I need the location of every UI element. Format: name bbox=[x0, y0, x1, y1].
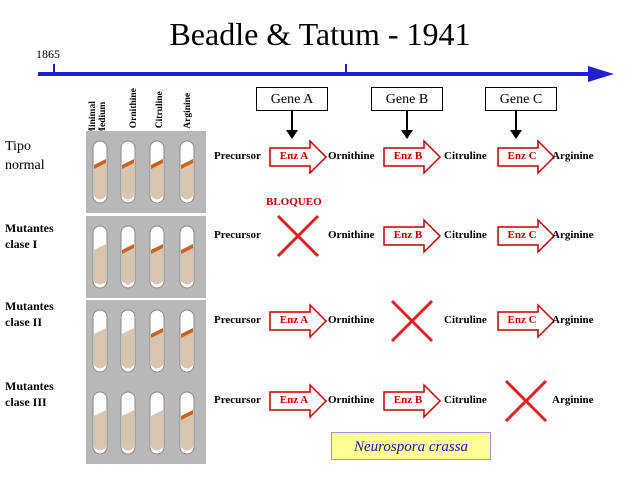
timeline-year-label: 1865 bbox=[36, 47, 60, 61]
test-tube bbox=[149, 225, 165, 289]
molecule-label: Arginine bbox=[552, 229, 594, 241]
enzyme-label: Enz A bbox=[279, 314, 309, 326]
test-tube bbox=[120, 140, 136, 204]
pathway-group bbox=[269, 139, 556, 423]
growth-band bbox=[181, 328, 193, 338]
test-tube bbox=[149, 309, 165, 373]
test-tube bbox=[149, 391, 165, 455]
molecule-label: Ornithine bbox=[328, 314, 375, 326]
test-tube bbox=[179, 391, 195, 455]
enzyme-label: Enz B bbox=[393, 394, 423, 406]
enzyme-arrow bbox=[383, 139, 442, 175]
growth-band bbox=[181, 410, 193, 420]
molecule-label: Precursor bbox=[214, 150, 261, 162]
molecule-label: Citruline bbox=[444, 229, 487, 241]
enzyme-label: Enz A bbox=[279, 394, 309, 406]
molecule-label: Citruline bbox=[444, 314, 487, 326]
molecule-label: Ornithine bbox=[328, 394, 375, 406]
block-label: BLOQUEO bbox=[266, 196, 322, 208]
tube-group bbox=[92, 140, 195, 455]
growth-band bbox=[122, 244, 134, 254]
test-tube bbox=[92, 309, 108, 373]
growth-band bbox=[151, 159, 163, 169]
enzyme-label: Enz C bbox=[507, 150, 537, 162]
molecule-label: Precursor bbox=[214, 229, 261, 241]
growth-band bbox=[181, 244, 193, 254]
test-tube bbox=[120, 391, 136, 455]
enzyme-label: Enz B bbox=[393, 229, 423, 241]
test-tube bbox=[120, 309, 136, 373]
gene-b-arrow bbox=[401, 111, 413, 139]
block-cross bbox=[504, 379, 548, 423]
test-tube bbox=[179, 140, 195, 204]
enzyme-arrow bbox=[497, 139, 556, 175]
enzyme-arrow bbox=[497, 303, 556, 339]
molecule-label: Citruline bbox=[444, 394, 487, 406]
block-cross bbox=[276, 214, 320, 258]
test-tube bbox=[120, 225, 136, 289]
molecule-label: Arginine bbox=[552, 150, 594, 162]
test-tube bbox=[179, 225, 195, 289]
molecule-label: Ornithine bbox=[328, 150, 375, 162]
molecule-label: Precursor bbox=[214, 394, 261, 406]
block-cross bbox=[390, 299, 434, 343]
molecule-label: Ornithine bbox=[328, 229, 375, 241]
enzyme-arrow bbox=[269, 383, 328, 419]
enzyme-arrow bbox=[269, 303, 328, 339]
test-tube bbox=[92, 225, 108, 289]
slide-title: Beadle & Tatum - 1941 bbox=[169, 16, 471, 52]
enzyme-label: Enz C bbox=[507, 314, 537, 326]
enzyme-label: Enz B bbox=[393, 150, 423, 162]
enzyme-label: Enz C bbox=[507, 229, 537, 241]
enzyme-arrow bbox=[497, 218, 556, 254]
test-tube bbox=[149, 140, 165, 204]
species-label: Neurospora crassa bbox=[331, 432, 491, 460]
enzyme-arrow bbox=[383, 383, 442, 419]
timeline-arrowhead bbox=[588, 66, 614, 82]
growth-band bbox=[181, 159, 193, 169]
growth-band bbox=[122, 159, 134, 169]
test-tube bbox=[92, 140, 108, 204]
gene-a-box: Gene A bbox=[256, 87, 328, 111]
test-tube bbox=[92, 391, 108, 455]
enzyme-arrow bbox=[383, 218, 442, 254]
growth-band bbox=[94, 159, 106, 169]
molecule-label: Precursor bbox=[214, 314, 261, 326]
test-tube bbox=[179, 309, 195, 373]
gene-a-arrow bbox=[286, 111, 298, 139]
growth-band bbox=[151, 328, 163, 338]
gene-c-box: Gene C bbox=[485, 87, 557, 111]
molecule-label: Arginine bbox=[552, 394, 594, 406]
enzyme-arrow bbox=[269, 139, 328, 175]
gene-c-arrow bbox=[510, 111, 522, 139]
gene-b-box: Gene B bbox=[371, 87, 443, 111]
molecule-label: Arginine bbox=[552, 314, 594, 326]
enzyme-label: Enz A bbox=[279, 150, 309, 162]
molecule-label: Citruline bbox=[444, 150, 487, 162]
growth-band bbox=[151, 244, 163, 254]
